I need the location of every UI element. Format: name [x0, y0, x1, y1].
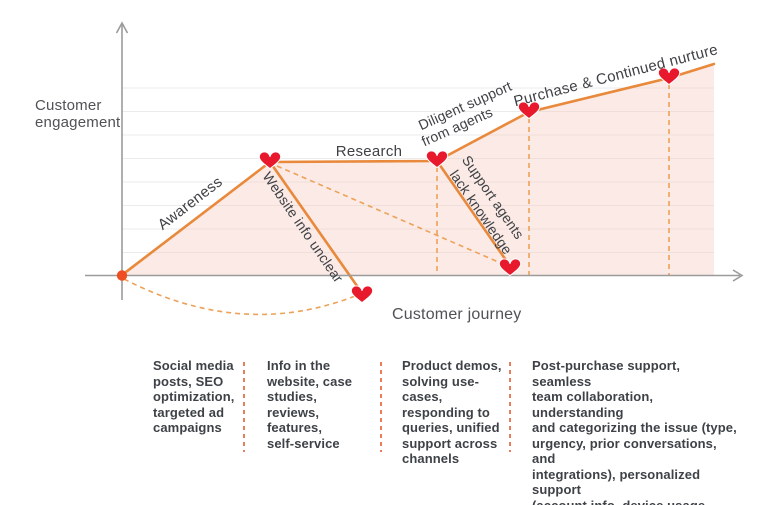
x-axis-title: Customer journey [392, 306, 522, 323]
column-separator-2 [380, 362, 382, 452]
heart-icon-website-unclear [350, 285, 374, 304]
support-lack-line [435, 159, 512, 268]
detail-column-purchase: Post-purchase support, seamless team col… [532, 358, 737, 505]
stage-label-research: Research [336, 143, 403, 160]
detail-column-support: Product demos, solving use-cases, respon… [402, 358, 502, 466]
column-separator-3 [509, 362, 511, 452]
origin-dot [116, 270, 128, 281]
engagement-area [122, 64, 714, 275]
y-axis-title: Customer engagement [35, 97, 121, 131]
column-separator-1 [243, 362, 245, 452]
guide-origin-arc [123, 278, 356, 316]
dashed-guides [123, 84, 670, 316]
gridlines [122, 87, 714, 253]
axes [85, 21, 744, 300]
website-unclear-line [268, 160, 364, 295]
detail-column-awareness: Social media posts, SEO optimization, ta… [153, 358, 235, 435]
y-axis-arrow-icon [115, 21, 129, 34]
detail-column-research: Info in the website, case studies, revie… [267, 358, 353, 451]
x-axis-arrow-icon [732, 269, 744, 282]
